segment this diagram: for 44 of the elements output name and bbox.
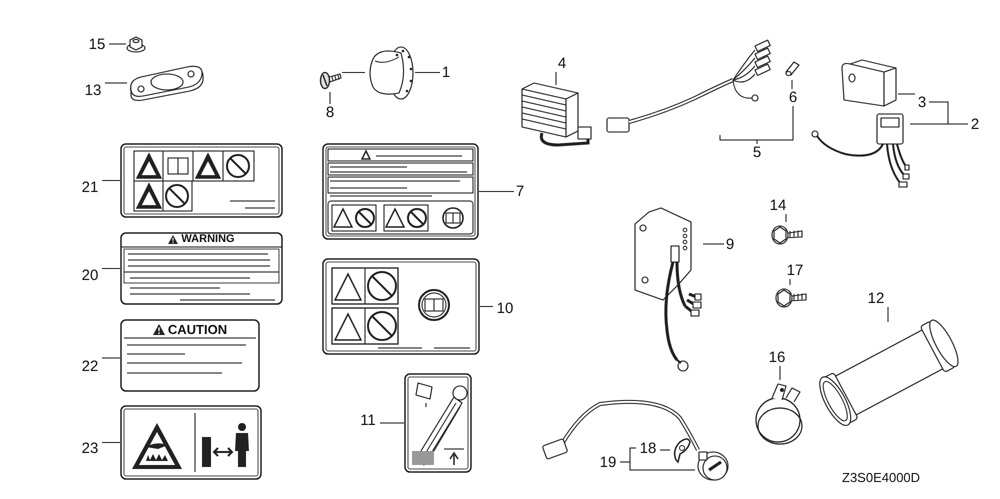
callout-number: 5 xyxy=(749,144,765,161)
leader-line xyxy=(104,82,128,84)
callout-number: 10 xyxy=(493,300,517,317)
callout-number: 12 xyxy=(864,290,888,307)
callout-number: 9 xyxy=(724,236,736,253)
drawing-code: Z3S0E4000D xyxy=(842,470,920,485)
callout-number: 4 xyxy=(556,55,568,72)
pictogram-decal xyxy=(322,143,479,240)
gasket-drawing xyxy=(127,64,205,102)
leader-line xyxy=(478,191,514,192)
pictogram-decal xyxy=(322,258,480,355)
callout-number: 18 xyxy=(636,440,660,457)
leader-line xyxy=(102,268,120,269)
decal-heading: WARNING xyxy=(181,233,235,246)
leader-line xyxy=(480,306,494,307)
pictogram-decal xyxy=(120,405,262,480)
callout-number: 17 xyxy=(783,262,807,279)
callout-number: 8 xyxy=(324,104,336,121)
leader-line xyxy=(102,180,120,181)
decal-heading: CAUTION xyxy=(168,322,228,337)
callout-number: 23 xyxy=(78,440,102,457)
leader-line xyxy=(102,442,120,443)
warning-decal xyxy=(120,232,283,305)
callout-number: 20 xyxy=(78,267,102,284)
leader-line xyxy=(414,72,440,73)
callout-number: 19 xyxy=(596,454,620,471)
callout-number: 6 xyxy=(785,89,801,106)
callout-number: 3 xyxy=(915,94,929,111)
callout-number: 13 xyxy=(81,82,105,99)
callout-number: 21 xyxy=(78,179,102,196)
leader-line xyxy=(342,72,366,73)
pictogram-decal xyxy=(120,143,283,218)
callout-number: 1 xyxy=(440,64,452,81)
callout-number: 2 xyxy=(968,116,982,133)
callout-number: 14 xyxy=(766,197,790,214)
pictogram-decal xyxy=(404,373,472,473)
callout-number: 22 xyxy=(78,358,102,375)
callout-number: 15 xyxy=(85,36,109,53)
caution-decal xyxy=(120,319,260,392)
callout-number: 7 xyxy=(514,183,526,200)
nut-drawing xyxy=(126,35,146,53)
leader-line xyxy=(380,422,404,424)
callout-number: 16 xyxy=(765,349,789,366)
callout-number: 11 xyxy=(356,412,380,429)
